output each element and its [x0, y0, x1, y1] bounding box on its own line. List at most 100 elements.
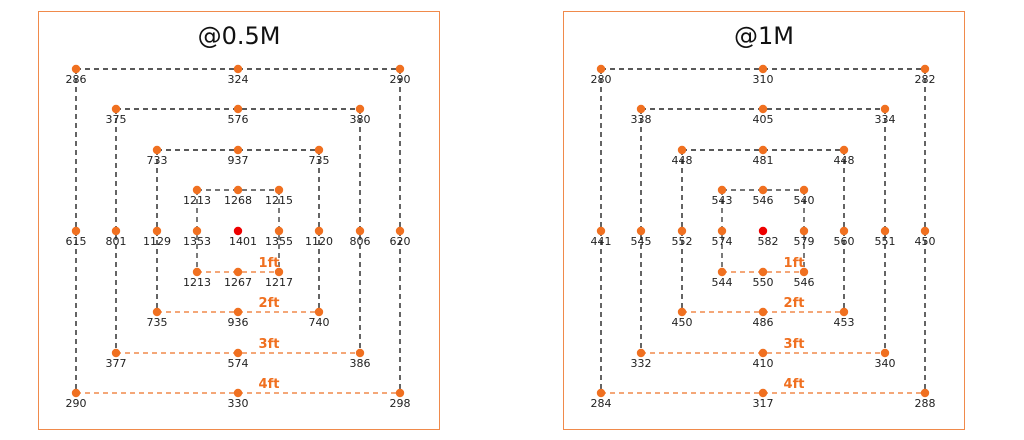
measurement-value: 551 — [875, 235, 896, 248]
measurement-point — [314, 145, 324, 155]
measurement-value: 310 — [753, 73, 774, 86]
measurement-point — [395, 226, 405, 236]
measurement-value: 380 — [350, 113, 371, 126]
measurement-value: 936 — [228, 316, 249, 329]
measurement-point — [677, 307, 687, 317]
measurement-value: 733 — [147, 154, 168, 167]
measurement-point — [717, 267, 727, 277]
measurement-point — [233, 185, 243, 195]
center-point — [233, 226, 243, 236]
measurement-point — [920, 64, 930, 74]
measurement-value: 377 — [106, 357, 127, 370]
measurement-point — [839, 307, 849, 317]
measurement-value: 615 — [66, 235, 87, 248]
measurement-point — [758, 64, 768, 74]
measurement-point — [111, 226, 121, 236]
measurement-point — [355, 226, 365, 236]
measurement-value: 332 — [631, 357, 652, 370]
measurement-value: 560 — [834, 235, 855, 248]
measurement-value: 1129 — [143, 235, 171, 248]
measurement-point — [799, 267, 809, 277]
measurement-value: 1213 — [183, 276, 211, 289]
measurement-value: 282 — [915, 73, 936, 86]
measurement-value: 441 — [591, 235, 612, 248]
ring-distance-label: 4ft — [784, 377, 805, 392]
ring-distance-label: 3ft — [259, 337, 280, 352]
measurement-value: 448 — [672, 154, 693, 167]
measurement-point — [920, 388, 930, 398]
measurement-value: 280 — [591, 73, 612, 86]
measurement-point — [758, 267, 768, 277]
measurement-point — [111, 348, 121, 358]
measurement-value: 576 — [228, 113, 249, 126]
measurement-point — [717, 226, 727, 236]
measurement-point — [677, 145, 687, 155]
ring-distance-label: 2ft — [784, 296, 805, 311]
measurement-point — [839, 145, 849, 155]
measurement-value: 543 — [712, 194, 733, 207]
measurement-point — [71, 388, 81, 398]
measurement-point — [355, 104, 365, 114]
measurement-value: 298 — [390, 397, 411, 410]
measurement-value: 546 — [794, 276, 815, 289]
measurement-point — [758, 145, 768, 155]
measurement-point — [274, 185, 284, 195]
measurement-point — [758, 348, 768, 358]
measurement-point — [880, 348, 890, 358]
measurement-point — [111, 104, 121, 114]
measurement-value: 481 — [753, 154, 774, 167]
measurement-point — [233, 145, 243, 155]
measurement-point — [274, 267, 284, 277]
measurement-value: 405 — [753, 113, 774, 126]
measurement-value: 550 — [753, 276, 774, 289]
measurement-point — [395, 64, 405, 74]
measurement-point — [758, 388, 768, 398]
measurement-value: 1213 — [183, 194, 211, 207]
measurement-value: 448 — [834, 154, 855, 167]
measurement-value: 1268 — [224, 194, 252, 207]
measurement-value: 410 — [753, 357, 774, 370]
measurement-value: 1217 — [265, 276, 293, 289]
measurement-value: 552 — [672, 235, 693, 248]
measurement-point — [758, 185, 768, 195]
measurement-point — [636, 348, 646, 358]
measurement-point — [839, 226, 849, 236]
measurement-point — [920, 226, 930, 236]
ring-distance-label: 4ft — [259, 377, 280, 392]
measurement-value: 540 — [794, 194, 815, 207]
measurement-point — [192, 185, 202, 195]
measurement-value: 450 — [915, 235, 936, 248]
measurement-value: 735 — [147, 316, 168, 329]
measurement-value: 574 — [228, 357, 249, 370]
measurement-value: 290 — [390, 73, 411, 86]
measurement-point — [233, 64, 243, 74]
measurement-point — [677, 226, 687, 236]
panel-title: @0.5M — [197, 22, 281, 50]
measurement-value: 324 — [228, 73, 249, 86]
measurement-value: 740 — [309, 316, 330, 329]
measurement-value: 735 — [309, 154, 330, 167]
measurement-point — [758, 104, 768, 114]
measurement-value: 1355 — [265, 235, 293, 248]
measurement-value: 486 — [753, 316, 774, 329]
ring-distance-label: 1ft — [259, 256, 280, 271]
measurement-value: 290 — [66, 397, 87, 410]
measurement-point — [274, 226, 284, 236]
measurement-value: 340 — [875, 357, 896, 370]
measurement-value: 453 — [834, 316, 855, 329]
measurement-point — [880, 104, 890, 114]
measurement-value: 386 — [350, 357, 371, 370]
measurement-point — [314, 307, 324, 317]
measurement-point — [596, 226, 606, 236]
ring-distance-label: 3ft — [784, 337, 805, 352]
measurement-value: 1267 — [224, 276, 252, 289]
measurement-value: 1353 — [183, 235, 211, 248]
measurement-value: 288 — [915, 397, 936, 410]
measurement-value: 937 — [228, 154, 249, 167]
measurement-point — [233, 267, 243, 277]
measurement-value: 317 — [753, 397, 774, 410]
measurement-value: 1120 — [305, 235, 333, 248]
